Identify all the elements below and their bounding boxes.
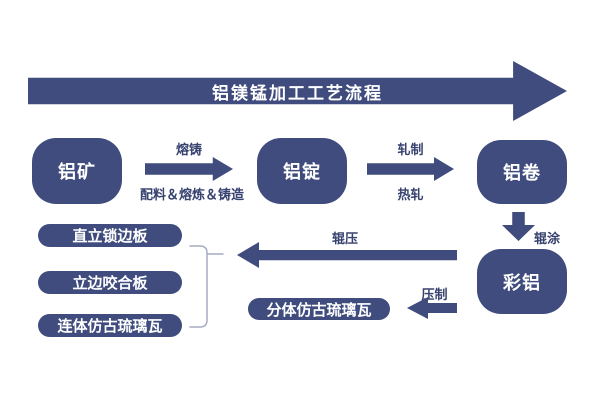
node-aluminum-coil: 铝卷 <box>477 140 567 204</box>
node-aluminum-ore-label: 铝矿 <box>58 162 96 182</box>
step-melt-cast-label: 熔铸 <box>175 142 202 157</box>
product-connected-antique-tile-label: 连体仿古琉璃瓦 <box>57 318 163 335</box>
step-roller-coat-label: 辊涂 <box>533 231 560 246</box>
node-aluminum-ingot-label: 铝锭 <box>283 162 321 182</box>
step-melt-cast-sublabel: 配料＆熔炼＆铸造 <box>139 187 244 202</box>
step-roll-press-label: 辊压 <box>331 231 358 246</box>
product-split-antique-tile: 分体仿古琉璃瓦 <box>248 298 390 320</box>
product-edge-bite-label: 立边咬合板 <box>72 275 148 292</box>
step-press-label: 压制 <box>421 287 448 302</box>
product-standing-seam-panel: 直立锁边板 <box>38 224 182 247</box>
node-color-aluminum: 彩铝 <box>477 249 567 314</box>
group-brace-icon <box>189 245 224 328</box>
product-standing-seam-label: 直立锁边板 <box>72 228 148 245</box>
right-arrow-icon <box>367 157 454 181</box>
step-rolling-sublabel: 热轧 <box>397 187 424 202</box>
node-color-aluminum-label: 彩铝 <box>503 272 541 293</box>
diagram-title: 铝镁锰加工工艺流程 <box>212 83 383 103</box>
product-split-antique-tile-label: 分体仿古琉璃瓦 <box>266 301 372 319</box>
product-connected-antique-tile: 连体仿古琉璃瓦 <box>38 314 182 337</box>
right-arrow-icon <box>145 157 233 181</box>
title-banner-arrow-icon: 铝镁锰加工工艺流程 <box>28 61 567 121</box>
node-aluminum-coil-label: 铝卷 <box>503 163 541 183</box>
node-aluminum-ore: 铝矿 <box>32 138 122 204</box>
node-aluminum-ingot: 铝锭 <box>257 138 347 204</box>
step-rolling-label: 轧制 <box>397 142 424 157</box>
product-edge-bite-panel: 立边咬合板 <box>38 271 182 294</box>
